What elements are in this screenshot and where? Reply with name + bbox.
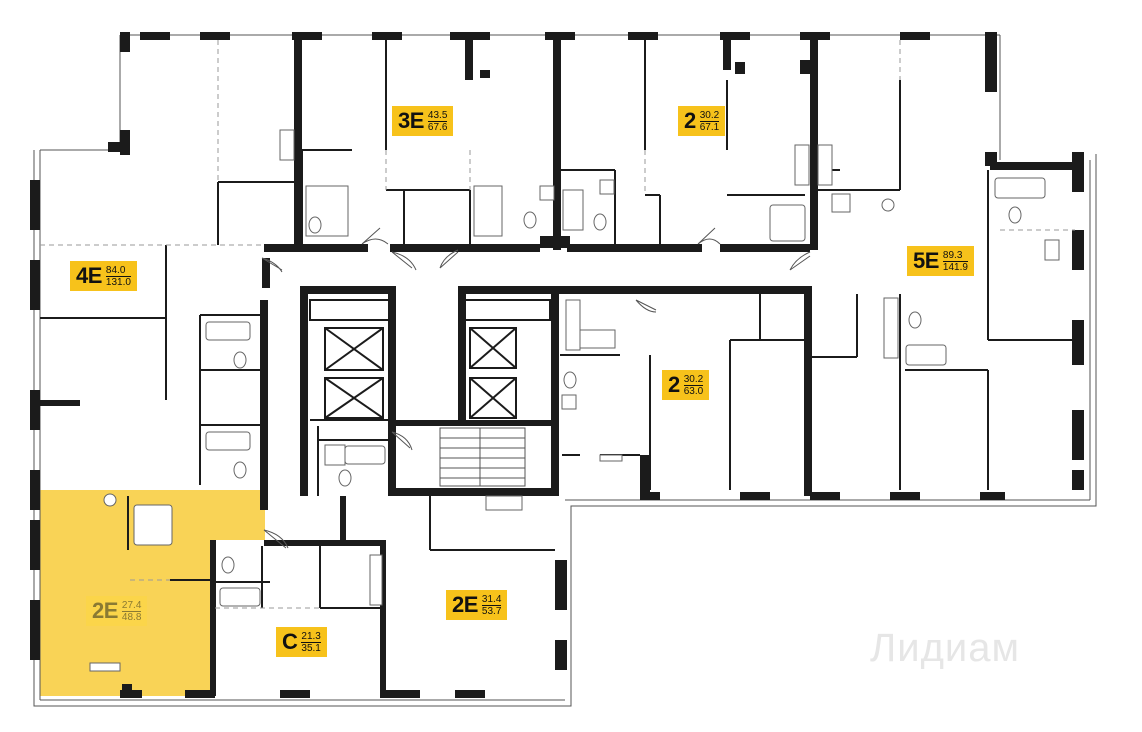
total-area: 141.9 xyxy=(942,261,968,273)
apartment-type: 5E xyxy=(913,248,939,273)
doors xyxy=(261,227,811,549)
bathroom-fixtures xyxy=(89,129,1060,672)
total-area: 48.8 xyxy=(121,611,142,623)
staircase xyxy=(439,427,526,487)
thin-partitions xyxy=(40,40,1075,609)
total-area: 53.7 xyxy=(481,605,502,617)
apartment-type: 4E xyxy=(76,263,102,288)
total-area: 67.1 xyxy=(699,121,720,133)
living-area: 27.4 xyxy=(121,599,142,612)
watermark-text: Лидиам xyxy=(870,626,1021,670)
apartment-type: 2E xyxy=(92,598,118,623)
living-area: 89.3 xyxy=(942,250,968,262)
dashed-partitions xyxy=(40,40,1075,609)
living-area: 31.4 xyxy=(481,593,502,606)
outer-walls xyxy=(30,32,1084,698)
interior-walls xyxy=(40,40,1080,696)
apartment-2e-selected-highlight[interactable] xyxy=(40,490,265,696)
living-area: 84.0 xyxy=(105,265,131,277)
apartment-type: C xyxy=(282,629,298,654)
apartment-type: 2 xyxy=(668,372,680,397)
apartment-type: 3E xyxy=(398,108,424,133)
elevator-shafts xyxy=(309,299,551,419)
apartment-type: 2E xyxy=(452,592,478,617)
total-area: 63.0 xyxy=(683,385,704,397)
total-area: 35.1 xyxy=(301,642,321,654)
apartment-type: 2 xyxy=(684,108,696,133)
living-area: 30.2 xyxy=(683,373,704,386)
living-area: 43.5 xyxy=(427,109,448,122)
living-area: 30.2 xyxy=(699,109,720,122)
total-area: 67.6 xyxy=(427,121,448,133)
total-area: 131.0 xyxy=(105,276,131,288)
living-area: 21.3 xyxy=(301,630,321,643)
